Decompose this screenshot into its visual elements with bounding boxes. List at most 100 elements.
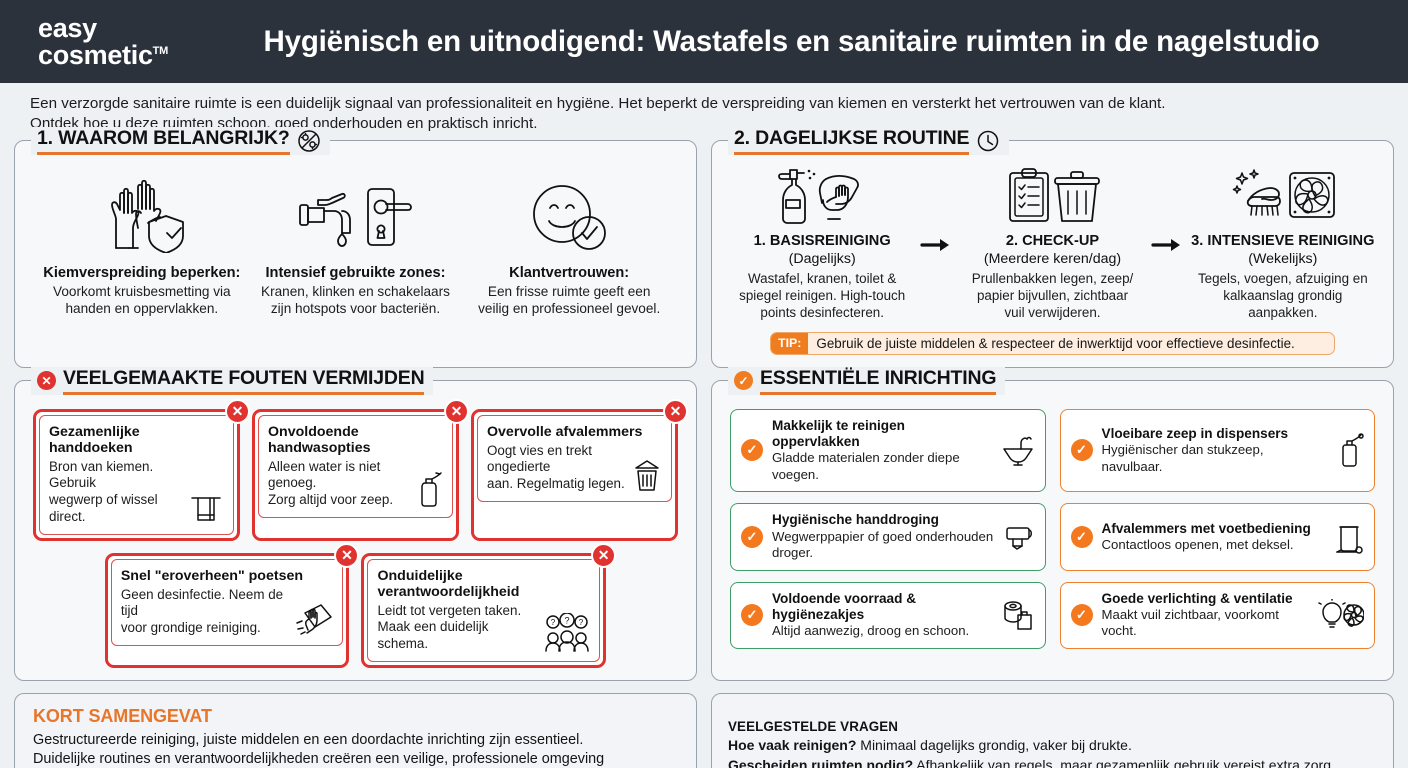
routine-step-3-desc-1: Tegels, voegen, afzuiging en [1197,271,1368,287]
routine-step-2-desc-2: papier bijvullen, zichtbaar [976,288,1129,304]
panel-routine-legend: 2. DAGELIJKSE ROUTINE [728,127,1010,156]
essential-text: Gladde materialen zonder diepe voegen. [772,450,960,482]
svg-text:?: ? [579,618,584,627]
paper-towel-icon [1003,523,1035,551]
summary-title: KORT SAMENGEVAT [33,705,212,726]
panel-why-legend: 1. WAAROM BELANGRIJK? [31,127,330,156]
essential-heading: Vloeibare zeep in dispensers [1101,425,1289,441]
why-item-1: Kiemverspreiding beperken: Voorkomt krui… [35,171,249,317]
tip-label: TIP: [771,332,809,354]
tap-doorhandle-icon [288,171,423,253]
panel-essential-equipment: ✓ ESSENTIËLE INRICHTING ✓ Makkelijk te r… [711,366,1394,681]
brand-logo: easy cosmeticTM [0,14,215,69]
panel-why-title: 1. WAAROM BELANGRIJK? [37,127,290,156]
check-icon: ✓ [741,604,763,627]
faq-question-2: Gescheiden ruimten nodig? [728,756,914,768]
faq-question-1: Hoe vaak reinigen? [728,737,857,754]
why-item-3: Klantvertrouwen: Een frisse ruimte geeft… [462,171,676,317]
why-item-3-heading: Klantvertrouwen: [509,265,630,282]
mistake-line-2: Maak een duidelijk schema. [377,619,489,652]
routine-steps: 1. BASISREINIGING (Dagelijks) Wastafel, … [726,157,1379,322]
routine-step-3-subtitle: (Wekelijks) [1248,250,1318,267]
mistake-card: ✕ Onduidelijke verantwoordelijkheid Leid… [361,542,617,668]
faq-answer-2: Afhankelijk van regels, maar gezamenlijk… [913,756,1335,768]
close-icon: ✕ [225,398,250,424]
summary-line-1: Gestructureerde reiniging, juiste middel… [33,731,584,748]
mistake-line-1: Leidt tot vergeten taken. [377,602,522,618]
essential-heading: Makkelijk te reinigen oppervlakken [772,417,905,449]
routine-step-1-title: 1. BASISREINIGING [753,233,891,250]
toilet-roll-bag-icon [1001,599,1035,631]
routine-step-1-desc-3: points desinfecteren. [760,304,884,320]
page-title: Hygiënisch en uitnodigend: Wastafels en … [263,24,1320,58]
routine-step-1-subtitle: (Dagelijks) [788,250,856,267]
panel-essentials-title: ESSENTIËLE INRICHTING [760,367,997,395]
essential-text: Hygiënischer dan stukzeep, navulbaar. [1101,442,1264,474]
mistake-line-2: voor grondige reiniging. [120,620,261,636]
pump-bottle-icon [1336,433,1364,468]
smiley-check-icon [528,171,610,253]
routine-step-1: 1. BASISREINIGING (Dagelijks) Wastafel, … [730,167,914,322]
essential-card: ✓ Makkelijk te reinigen oppervlakken Gla… [730,408,1046,493]
why-item-1-line-2: handen en oppervlakken. [65,301,219,317]
people-question-icon: ? ? ? [544,612,590,653]
pedal-bin-icon [1334,520,1364,554]
routine-step-2-desc-3: vuil verwijderen. [1004,304,1101,320]
essential-heading: Afvalemmers met voetbediening [1101,520,1311,536]
faq-item-2: Gescheiden ruimten nodig? Afhankelijk va… [728,756,1377,768]
panel-routine-title: 2. DAGELIJKSE ROUTINE [734,127,969,156]
mistakes-row-1: ✕ Gezamenlijke handdoeken Bron van kieme… [29,397,688,541]
routine-step-3-title: 3. INTENSIEVE REINIGING [1191,233,1375,250]
wiping-hand-icon [293,599,333,637]
towel-icon [188,490,224,526]
cross-badge-icon: ✕ [37,371,56,391]
mistake-card: ✕ Gezamenlijke handdoeken Bron van kieme… [33,398,250,541]
check-icon: ✓ [1070,604,1093,627]
check-icon: ✓ [1070,439,1093,462]
routine-step-3-desc-2: kalkaanslag grondig aanpakken. [1223,288,1343,320]
panel-mistakes-legend: ✕ VEELGEMAAKTE FOUTEN VERMIJDEN [31,366,434,395]
faq-answer-1: Minimaal dagelijks grondig, vaker bij dr… [856,737,1132,754]
mistake-line-1: Oogt vies en trekt ongedierte [487,442,592,475]
essential-text: Wegwerppapier of goed onderhouden droger… [772,528,994,561]
mistake-card: ✕ Overvolle afvalemmers Oogt vies en tre… [471,398,688,541]
mistake-heading: Onvoldoende handwasopties [268,423,371,456]
brush-fan-icon [1228,167,1338,225]
essential-card: ✓ Goede verlichting & ventilatie Maakt v… [1059,581,1375,649]
essential-card: ✓ Afvalemmers met voetbediening Contactl… [1059,503,1375,571]
routine-tip-bar: TIP: Gebruik de juiste middelen & respec… [770,331,1335,355]
check-badge-icon: ✓ [734,371,753,391]
panel-mistakes-title: VEELGEMAAKTE FOUTEN VERMIJDEN [63,367,425,395]
spray-cloth-icon [768,167,876,225]
essential-text: Contactloos openen, met deksel. [1101,536,1294,552]
routine-step-2: 2. CHECK-UP (Meerdere keren/dag) Prullen… [960,167,1144,322]
routine-step-2-subtitle: (Meerdere keren/dag) [983,250,1122,267]
essential-text: Maakt vuil zichtbaar, voorkomt vocht. [1101,606,1279,639]
tip-text: Gebruik de juiste middelen & respecteer … [816,335,1295,351]
page-header: easy cosmeticTM Hygiënisch en uitnodigen… [0,0,1408,83]
mistakes-row-2: ✕ Snel "eroverheen" poetsen Geen desinfe… [101,541,617,668]
mistake-line-1: Alleen water is niet genoeg. [268,458,381,491]
why-item-1-line-1: Voorkomt kruisbesmetting via [53,284,231,300]
hands-shield-icon [94,171,189,254]
bulb-fan-icon [1318,599,1364,631]
essential-card: ✓ Vloeibare zeep in dispensers Hygiënisc… [1059,408,1375,493]
mistake-line-2: aan. Regelmatig legen. [487,476,625,492]
svg-text:?: ? [565,615,570,625]
routine-step-1-desc-2: spiegel reinigen. High-touch [739,288,906,304]
essentials-items: ✓ Makkelijk te reinigen oppervlakken Gla… [726,397,1379,651]
panel-summary: KORT SAMENGEVAT Gestructureerde reinigin… [14,692,697,768]
essential-heading: Voldoende voorraad & hygiënezakjes [772,590,917,622]
why-item-1-heading: Kiemverspreiding beperken: [43,265,241,282]
close-icon: ✕ [444,398,469,424]
routine-step-1-desc-1: Wastafel, kranen, toilet & [747,271,897,287]
summary-line-2: Duidelijke routines en verantwoordelijkh… [33,751,605,768]
why-item-3-line-2: veilig en professioneel gevoel. [478,301,661,317]
why-item-2-line-2: zijn hotspots voor bacteriën. [270,301,441,317]
why-item-2-line-1: Kranen, klinken en schakelaars [261,284,450,300]
check-icon: ✓ [741,525,763,548]
mistake-heading: Snel "eroverheen" poetsen [120,567,304,584]
check-icon: ✓ [1070,525,1093,548]
clipboard-bin-icon [1000,167,1104,225]
